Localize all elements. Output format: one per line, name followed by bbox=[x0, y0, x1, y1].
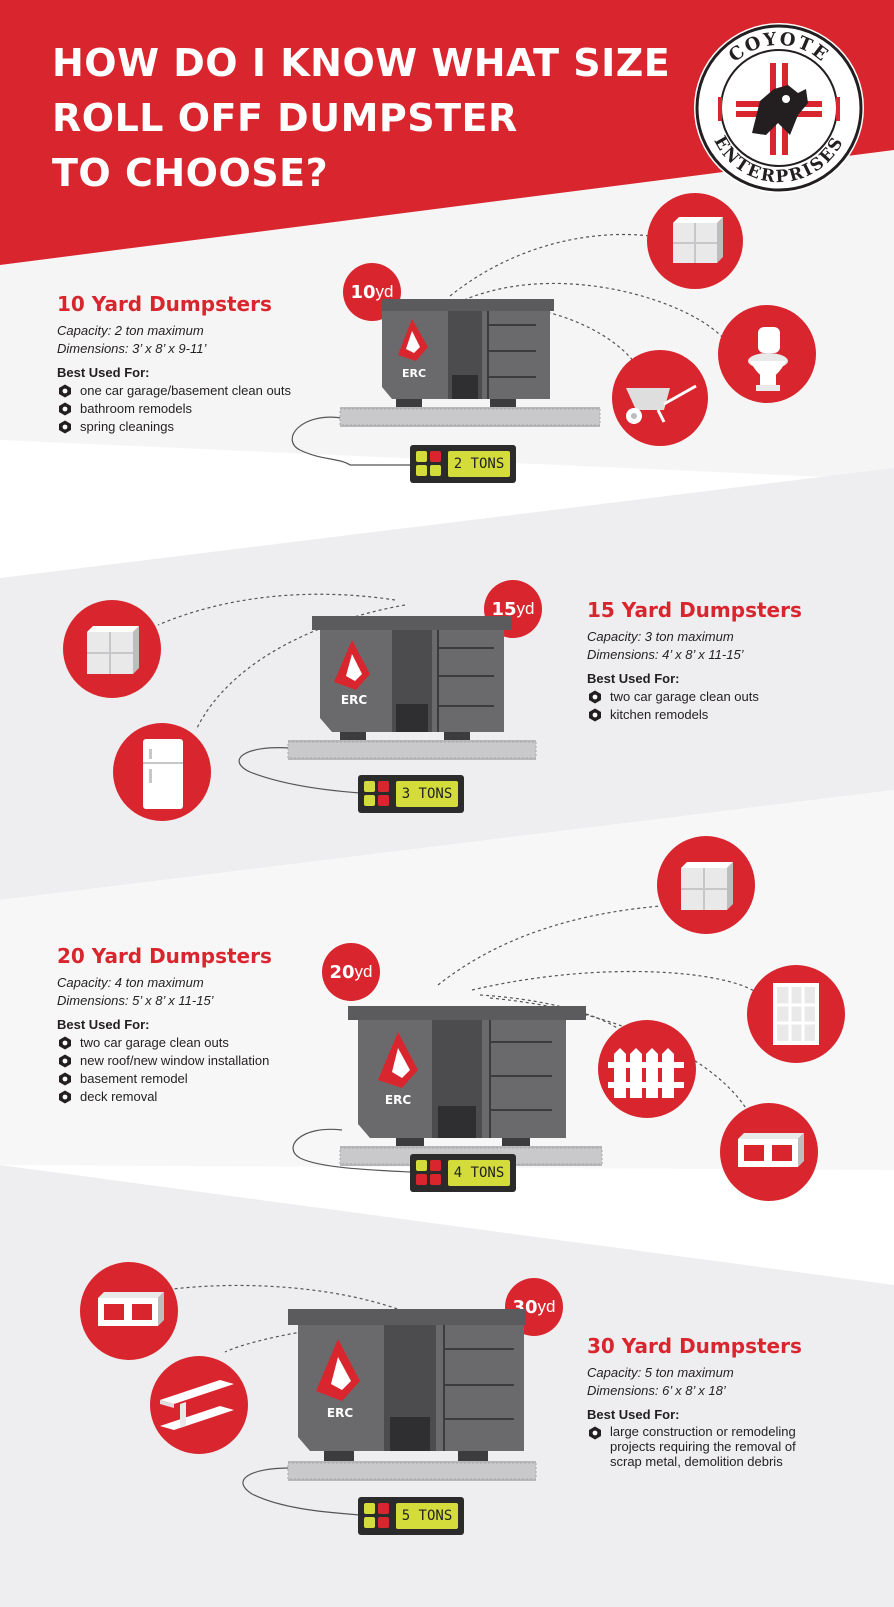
drywall-icon bbox=[647, 193, 743, 289]
list-item: new roof/new window installation bbox=[57, 1052, 357, 1070]
best-used-for-label: Best Used For: bbox=[57, 365, 150, 380]
cinder-block-icon bbox=[80, 1262, 178, 1360]
scale-button bbox=[378, 795, 389, 806]
hexagon-bullet-icon bbox=[589, 690, 601, 704]
wheelbarrow-icon bbox=[612, 350, 708, 446]
list-item: deck removal bbox=[57, 1088, 357, 1106]
capacity-text: Capacity: 2 ton maximum bbox=[57, 323, 204, 338]
dimensions-text: Dimensions: 3’ x 8’ x 9-11’ bbox=[57, 341, 207, 356]
list-item: two car garage clean outs bbox=[587, 688, 887, 706]
hexagon-bullet-icon bbox=[59, 1036, 71, 1050]
scale-button bbox=[416, 1174, 427, 1185]
weight-display: 4 TONS bbox=[448, 1160, 510, 1186]
weight-scale-3-tons: 3 TONS bbox=[358, 775, 464, 813]
refrigerator-icon bbox=[113, 723, 211, 821]
section-heading: 10 Yard Dumpsters bbox=[57, 292, 272, 316]
hexagon-bullet-icon bbox=[59, 420, 71, 434]
list-item: basement remodel bbox=[57, 1070, 357, 1088]
weight-scale-4-tons: 4 TONS bbox=[410, 1154, 516, 1192]
fence-icon bbox=[598, 1020, 696, 1118]
dumpster-15-yard: ERC bbox=[287, 612, 550, 764]
svg-text:ERC: ERC bbox=[327, 1406, 353, 1420]
list-item: two car garage clean outs bbox=[57, 1034, 357, 1052]
capacity-text: Capacity: 4 ton maximum bbox=[57, 975, 204, 990]
scale-button bbox=[430, 1160, 441, 1171]
weight-display: 2 TONS bbox=[448, 451, 510, 477]
scale-button bbox=[364, 795, 375, 806]
scale-button bbox=[416, 465, 427, 476]
svg-text:ERC: ERC bbox=[341, 693, 367, 707]
section-30-yard-info: 30 Yard Dumpsters Capacity: 5 ton maximu… bbox=[587, 1334, 887, 1469]
dimensions-text: Dimensions: 5’ x 8’ x 11-15’ bbox=[57, 993, 214, 1008]
scale-button bbox=[378, 1517, 389, 1528]
title-line-2: ROLL OFF DUMPSTER bbox=[52, 96, 518, 140]
hexagon-bullet-icon bbox=[589, 1426, 601, 1440]
cinder-block-icon bbox=[720, 1103, 818, 1201]
section-10-yard-info: 10 Yard Dumpsters Capacity: 2 ton maximu… bbox=[57, 292, 357, 436]
capacity-text: Capacity: 5 ton maximum bbox=[587, 1365, 734, 1380]
scale-button bbox=[364, 1517, 375, 1528]
coyote-enterprises-logo: COYOTE ENTERPRISES bbox=[694, 23, 864, 193]
best-used-for-label: Best Used For: bbox=[57, 1017, 150, 1032]
dimensions-text: Dimensions: 4’ x 8’ x 11-15’ bbox=[587, 647, 744, 662]
dumpster-10-yard: ERC bbox=[339, 295, 601, 433]
scale-button bbox=[416, 1160, 427, 1171]
uses-list: one car garage/basement clean outs bathr… bbox=[57, 382, 357, 436]
toilet-icon bbox=[718, 305, 816, 403]
hexagon-bullet-icon bbox=[589, 708, 601, 722]
best-used-for-label: Best Used For: bbox=[587, 671, 680, 686]
uses-list: two car garage clean outs new roof/new w… bbox=[57, 1034, 357, 1106]
drywall-icon bbox=[657, 836, 755, 934]
svg-text:ERC: ERC bbox=[385, 1093, 411, 1107]
list-item: bathroom remodels bbox=[57, 400, 357, 418]
drywall-icon bbox=[63, 600, 161, 698]
scale-button bbox=[430, 1174, 441, 1185]
dimensions-text: Dimensions: 6’ x 8’ x 18’ bbox=[587, 1383, 726, 1398]
page-title: HOW DO I KNOW WHAT SIZE ROLL OFF DUMPSTE… bbox=[52, 36, 692, 201]
weight-scale-5-tons: 5 TONS bbox=[358, 1497, 464, 1535]
scale-button bbox=[378, 1503, 389, 1514]
uses-list: two car garage clean outs kitchen remode… bbox=[587, 688, 887, 724]
window-icon bbox=[747, 965, 845, 1063]
uses-list: large construction or remodeling project… bbox=[587, 1424, 827, 1469]
section-heading: 30 Yard Dumpsters bbox=[587, 1334, 802, 1358]
list-item: large construction or remodeling project… bbox=[587, 1424, 827, 1469]
hexagon-bullet-icon bbox=[59, 1072, 71, 1086]
scale-button bbox=[416, 451, 427, 462]
title-line-3: TO CHOOSE? bbox=[52, 151, 329, 195]
scale-button bbox=[430, 465, 441, 476]
list-item: one car garage/basement clean outs bbox=[57, 382, 357, 400]
steel-beam-icon bbox=[150, 1356, 248, 1454]
scale-button bbox=[364, 1503, 375, 1514]
hexagon-bullet-icon bbox=[59, 402, 71, 416]
svg-text:ERC: ERC bbox=[402, 367, 426, 380]
capacity-text: Capacity: 3 ton maximum bbox=[587, 629, 734, 644]
section-20-yard-info: 20 Yard Dumpsters Capacity: 4 ton maximu… bbox=[57, 944, 357, 1106]
list-item: spring cleanings bbox=[57, 418, 357, 436]
section-heading: 20 Yard Dumpsters bbox=[57, 944, 272, 968]
weight-scale-2-tons: 2 TONS bbox=[410, 445, 516, 483]
section-heading: 15 Yard Dumpsters bbox=[587, 598, 802, 622]
section-15-yard-info: 15 Yard Dumpsters Capacity: 3 ton maximu… bbox=[587, 598, 887, 724]
scale-button bbox=[430, 451, 441, 462]
list-item: kitchen remodels bbox=[587, 706, 887, 724]
dumpster-20-yard: ERC bbox=[339, 1002, 603, 1170]
dumpster-30-yard: ERC bbox=[287, 1305, 540, 1485]
scale-button bbox=[364, 781, 375, 792]
hexagon-bullet-icon bbox=[59, 384, 71, 398]
weight-display: 5 TONS bbox=[396, 1503, 458, 1529]
weight-display: 3 TONS bbox=[396, 781, 458, 807]
hexagon-bullet-icon bbox=[59, 1090, 71, 1104]
scale-button bbox=[378, 781, 389, 792]
hexagon-bullet-icon bbox=[59, 1054, 71, 1068]
title-line-1: HOW DO I KNOW WHAT SIZE bbox=[52, 41, 671, 85]
best-used-for-label: Best Used For: bbox=[587, 1407, 680, 1422]
